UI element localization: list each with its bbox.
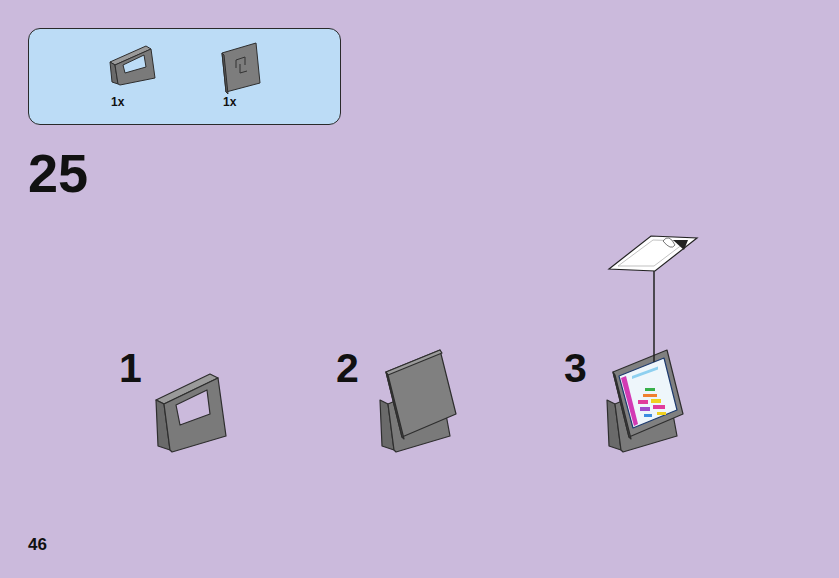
substep-number: 2 bbox=[336, 348, 359, 389]
step-number: 25 bbox=[28, 146, 88, 200]
part-count: 1x bbox=[223, 95, 236, 109]
substep-number: 3 bbox=[564, 348, 587, 389]
sticker-callout bbox=[609, 236, 697, 362]
part-count: 1x bbox=[111, 95, 124, 109]
clip-with-tile bbox=[380, 350, 456, 452]
clip-piece bbox=[156, 374, 226, 452]
page-number: 46 bbox=[28, 536, 47, 553]
substep-number: 1 bbox=[119, 348, 142, 389]
parts-panel: 1x 1x bbox=[28, 28, 341, 125]
clip-with-screen bbox=[607, 350, 683, 452]
part-icons bbox=[28, 28, 341, 125]
